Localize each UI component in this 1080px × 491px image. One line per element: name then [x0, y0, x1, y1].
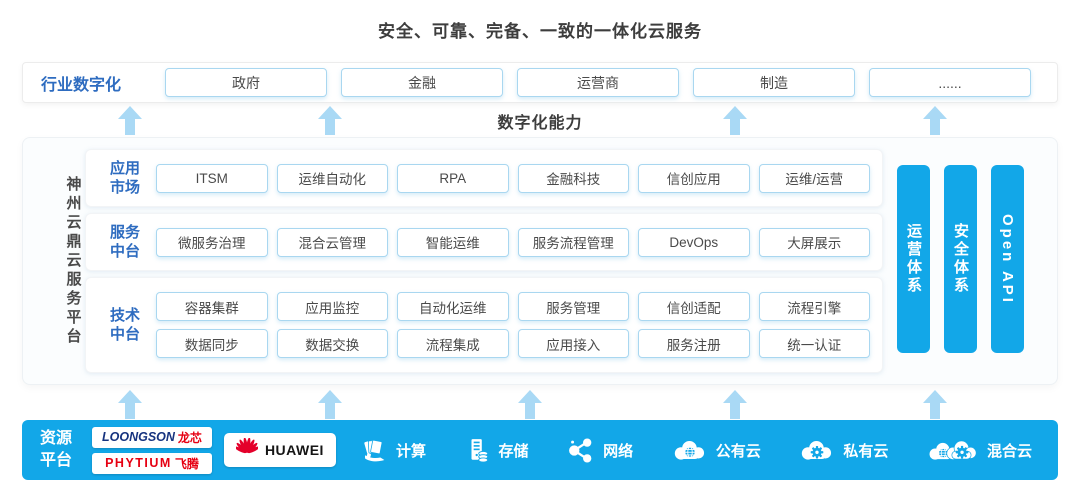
platform-panel: 神州云鼎云服务平台 应用市场 ITSM 运维自动化 RPA 金融科技 信创应用 … — [22, 137, 1058, 385]
section-app-market: 应用市场 ITSM 运维自动化 RPA 金融科技 信创应用 运维/运营 — [85, 149, 883, 207]
resource-public-cloud: 公有云 — [672, 437, 761, 463]
resource-platform-label: 资源平台 — [40, 430, 73, 469]
platform-pillars: 运营体系 安全体系 Open API — [897, 165, 1024, 353]
tech-item-xinchuang-adapt: 信创适配 — [638, 292, 750, 321]
app-item-fintech: 金融科技 — [517, 163, 629, 193]
pillar-security-system: 安全体系 — [944, 165, 977, 353]
up-arrow-icon — [923, 106, 947, 135]
resource-network: 网络 — [567, 437, 633, 464]
up-arrow-icon — [518, 390, 542, 419]
tech-item-app-monitoring: 应用监控 — [276, 292, 388, 321]
section-tech-platform: 技术中台 容器集群 应用监控 自动化运维 服务管理 信创适配 流程引擎 数据同步… — [85, 277, 883, 373]
tech-item-service-registry: 服务注册 — [638, 329, 750, 358]
resource-hybrid-cloud: 混合云 — [927, 437, 1032, 463]
up-arrow-icon — [318, 106, 342, 135]
resource-item-label: 公有云 — [715, 442, 761, 460]
section-label: 应用市场 — [109, 159, 140, 197]
industry-item-more: ...... — [869, 68, 1032, 97]
huawei-flower-icon — [234, 437, 260, 462]
up-arrow-icon — [118, 106, 142, 135]
tech-item-auto-ops: 自动化运维 — [397, 292, 509, 321]
resource-platform-bar: 资源平台 LOONGSON 龙芯 PHYTIUM 飞腾 — [22, 420, 1058, 480]
up-arrow-icon — [923, 390, 947, 419]
tech-item-data-exchange: 数据交换 — [276, 329, 388, 358]
resource-item-label: 私有云 — [843, 442, 889, 460]
section-label: 技术中台 — [109, 306, 140, 344]
platform-name: 神州云鼎云服务平台 — [64, 175, 82, 347]
resource-item-label: 存储 — [498, 442, 529, 460]
industry-row-label: 行业数字化 — [41, 76, 122, 94]
resource-item-label: 计算 — [395, 442, 426, 460]
storage-icon — [465, 437, 491, 464]
tech-item-data-sync: 数据同步 — [156, 329, 268, 358]
capability-label: 数字化能力 — [497, 115, 583, 132]
app-item-xinchuang-app: 信创应用 — [638, 163, 750, 193]
pillar-open-api: Open API — [991, 165, 1024, 353]
up-arrow-icon — [723, 106, 747, 135]
pillar-operation-system: 运营体系 — [897, 165, 930, 353]
up-arrow-icon — [723, 390, 747, 419]
svc-item-aiops: 智能运维 — [397, 227, 509, 257]
resource-storage: 存储 — [465, 437, 529, 464]
tech-item-container-cluster: 容器集群 — [156, 292, 268, 321]
tech-item-unified-auth: 统一认证 — [758, 329, 870, 358]
app-item-rpa: RPA — [397, 163, 509, 193]
phytium-logo: PHYTIUM 飞腾 — [92, 452, 212, 474]
app-item-ops-operation: 运维/运营 — [758, 163, 870, 193]
svc-item-big-screen: 大屏展示 — [758, 227, 870, 257]
industry-item-finance: 金融 — [341, 68, 504, 97]
cpu-vendor-logos: LOONGSON 龙芯 PHYTIUM 飞腾 — [92, 426, 212, 474]
section-label: 服务中台 — [109, 223, 140, 261]
tech-item-process-integration: 流程集成 — [397, 329, 509, 358]
hybrid-cloud-icon — [927, 437, 979, 463]
resource-item-label: 网络 — [603, 442, 634, 460]
app-item-itsm: ITSM — [156, 163, 268, 193]
tech-item-app-access: 应用接入 — [517, 329, 629, 358]
svc-item-microservice: 微服务治理 — [156, 227, 268, 257]
up-arrow-icon — [118, 390, 142, 419]
industry-item-operator: 运营商 — [517, 68, 680, 97]
tech-item-process-engine: 流程引擎 — [758, 292, 870, 321]
platform-sections: 应用市场 ITSM 运维自动化 RPA 金融科技 信创应用 运维/运营 服务中台 — [85, 149, 883, 373]
resource-item-label: 混合云 — [986, 442, 1032, 460]
svc-item-service-flow: 服务流程管理 — [517, 227, 629, 257]
public-cloud-icon — [672, 437, 708, 463]
tech-item-service-mgmt: 服务管理 — [517, 292, 629, 321]
huawei-logo: HUAWEI — [223, 433, 336, 467]
resource-compute: 计算 — [360, 437, 426, 464]
industry-item-government: 政府 — [165, 68, 328, 97]
svc-item-hybrid-cloud-mgmt: 混合云管理 — [276, 227, 388, 257]
industry-row: 行业数字化 政府 金融 运营商 制造 ...... — [22, 62, 1058, 103]
network-icon — [567, 437, 595, 464]
loongson-logo: LOONGSON 龙芯 — [92, 426, 212, 448]
compute-icon — [360, 437, 388, 464]
app-item-ops-automation: 运维自动化 — [276, 163, 388, 193]
page-title: 安全、可靠、完备、一致的一体化云服务 — [378, 22, 702, 41]
resource-items: 计算 — [346, 437, 1032, 464]
section-service-platform: 服务中台 微服务治理 混合云管理 智能运维 服务流程管理 DevOps 大屏展示 — [85, 213, 883, 271]
up-arrow-icon — [318, 390, 342, 419]
svc-item-devops: DevOps — [638, 227, 750, 257]
industry-item-manufacturing: 制造 — [693, 68, 856, 97]
private-cloud-icon — [799, 437, 835, 463]
resource-private-cloud: 私有云 — [799, 437, 888, 463]
